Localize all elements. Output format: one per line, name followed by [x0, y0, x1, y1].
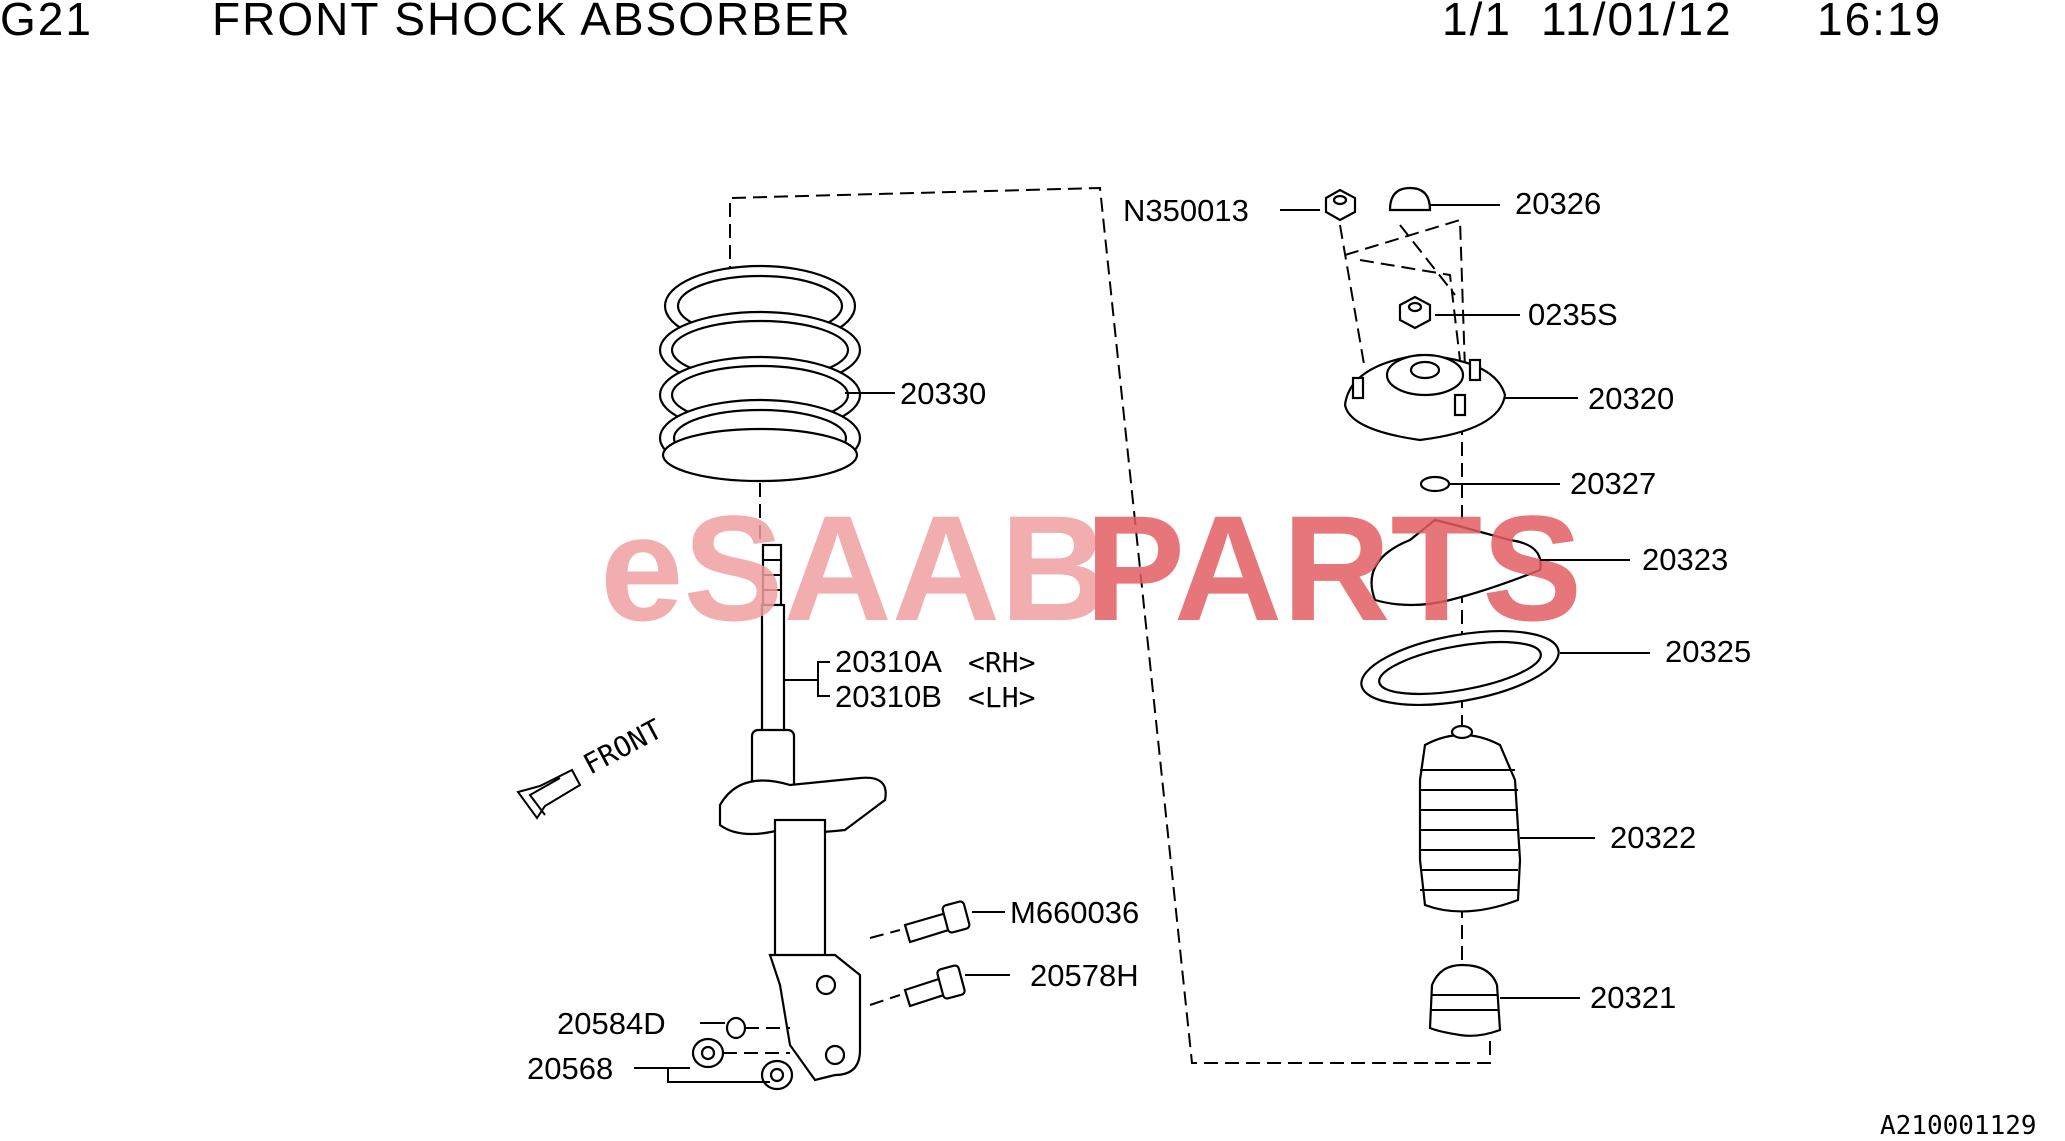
front-direction-arrow: FRONT: [516, 712, 668, 820]
part-label-20322[interactable]: 20322: [1610, 820, 1696, 855]
spring-seat-20323[interactable]: [1370, 518, 1542, 607]
insulator-20325[interactable]: [1356, 618, 1564, 718]
top-mount-assembly: [1324, 186, 1564, 1037]
strut-assembly: FRONT: [516, 186, 1491, 1091]
part-label-20310A[interactable]: 20310A: [835, 644, 942, 679]
washer-20584D[interactable]: [725, 1016, 790, 1040]
bolt-20578H[interactable]: [869, 964, 966, 1008]
part-number-labels: 20330 20310A <RH> 20310B <LH> M660036 20…: [527, 186, 1751, 1086]
part-label-M660036[interactable]: M660036: [1010, 895, 1139, 930]
part-label-20326[interactable]: 20326: [1515, 186, 1601, 221]
part-label-20325[interactable]: 20325: [1665, 634, 1751, 669]
part-label-20584D[interactable]: 20584D: [557, 1006, 666, 1041]
diagram-reference-code: A210001129: [1880, 1111, 2037, 1141]
side-label-rh: <RH>: [968, 646, 1035, 679]
leader-lines: [634, 204, 1650, 1083]
nut-N350013[interactable]: [1324, 188, 1357, 222]
watermark-text-parts: PARTS: [1085, 484, 1582, 652]
part-label-20330[interactable]: 20330: [900, 376, 986, 411]
nut-20568[interactable]: [691, 1037, 794, 1091]
coil-spring-20330[interactable]: [658, 264, 862, 483]
part-label-20578H[interactable]: 20578H: [1030, 958, 1139, 993]
assembly-dashed-link: [729, 186, 1491, 1064]
print-time: 16:19: [1817, 0, 1943, 45]
diagram-group-code: G21: [0, 0, 93, 45]
nut-0235S[interactable]: [1398, 295, 1432, 330]
diagram-title: FRONT SHOCK ABSORBER: [212, 0, 852, 45]
upper-mount-20320[interactable]: [1343, 353, 1507, 442]
part-label-20310B[interactable]: 20310B: [835, 679, 942, 714]
part-label-20327[interactable]: 20327: [1570, 466, 1656, 501]
front-label: FRONT: [578, 712, 668, 781]
part-label-0235S[interactable]: 0235S: [1528, 297, 1618, 332]
bump-stop-20321[interactable]: [1428, 963, 1502, 1037]
page-number: 1/1: [1442, 0, 1512, 45]
part-label-N350013[interactable]: N350013: [1123, 193, 1249, 228]
watermark-logo: eSAAB PARTS: [600, 484, 1582, 652]
shock-absorber-20310[interactable]: [718, 543, 887, 1082]
watermark-text-esaab: eSAAB: [600, 484, 1108, 652]
print-date: 11/01/12: [1541, 0, 1733, 45]
bolt-M660036[interactable]: [869, 900, 971, 944]
dust-boot-20322[interactable]: [1418, 724, 1522, 913]
part-label-20321[interactable]: 20321: [1590, 980, 1676, 1015]
part-label-20323[interactable]: 20323: [1642, 542, 1728, 577]
part-label-20320[interactable]: 20320: [1588, 381, 1674, 416]
washer-20327[interactable]: [1419, 475, 1451, 493]
side-label-lh: <LH>: [968, 681, 1035, 714]
part-label-20568[interactable]: 20568: [527, 1051, 613, 1086]
cap-20326[interactable]: [1388, 186, 1432, 212]
